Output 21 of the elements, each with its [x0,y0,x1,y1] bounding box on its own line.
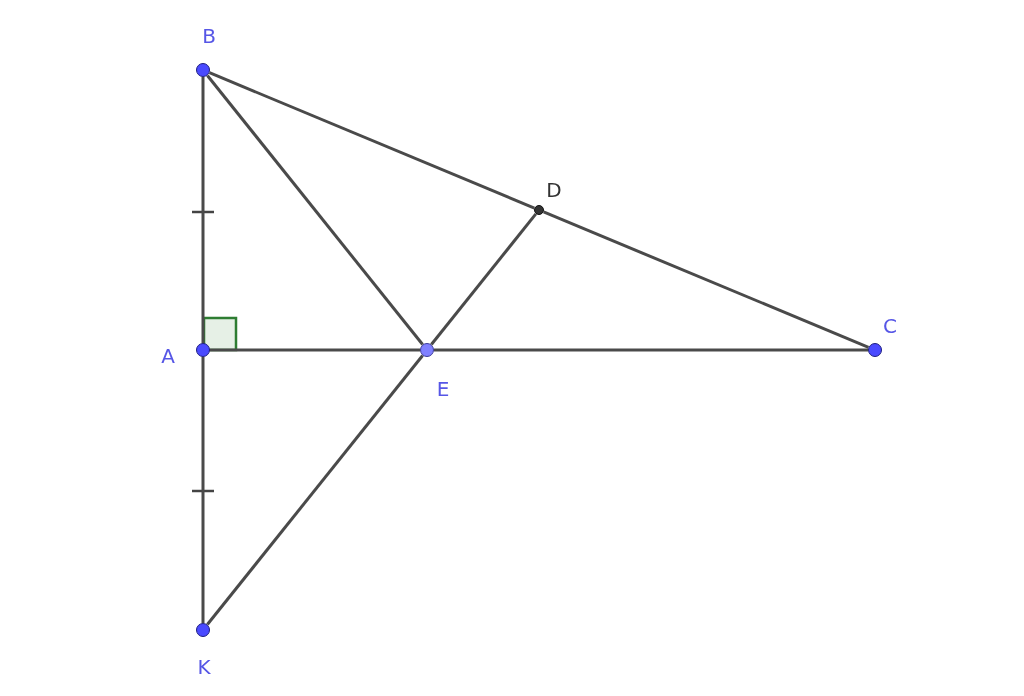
point-marker [196,63,210,77]
point-label: K [197,656,211,678]
point-marker [868,343,882,357]
point-label: E [436,378,450,400]
point-label: D [546,179,562,201]
line-segment [206,354,424,626]
line-segment [210,348,420,352]
point-label: B [202,25,216,47]
line-segment [543,210,870,349]
line-segment [208,71,535,210]
line-segment [201,77,205,343]
line-segment [201,357,205,623]
point-marker [534,205,544,215]
line-segment [430,212,538,346]
point-marker [420,343,434,357]
line-segment [206,74,424,346]
line-segment [434,348,868,352]
point-label: A [161,345,175,367]
point-marker [196,623,210,637]
point-label: C [883,315,897,337]
point-marker [196,343,210,357]
